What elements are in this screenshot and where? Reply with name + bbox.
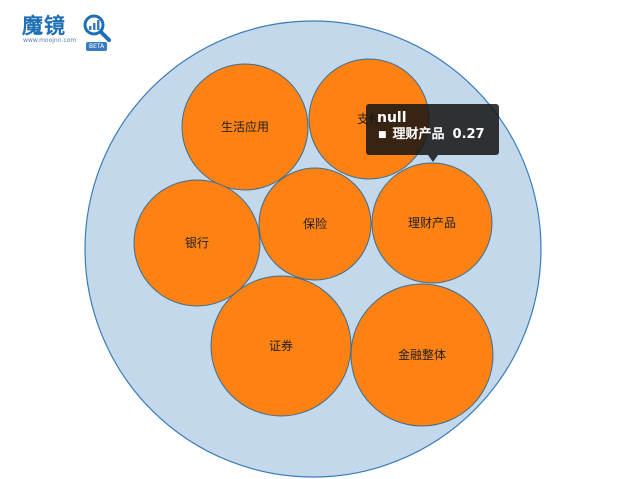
bubble-6[interactable] — [210, 275, 352, 417]
magnifier-chart-icon — [83, 14, 111, 42]
bubble-1-label: 生活应用 — [221, 119, 269, 134]
tooltip-label: 理财产品 — [392, 127, 445, 142]
bubble-1[interactable] — [181, 63, 309, 191]
bubble-5[interactable] — [371, 162, 493, 284]
beta-badge: BETA — [86, 42, 108, 51]
tooltip: null ■ 理财产品 0.27 — [366, 104, 499, 162]
logo-brand: 魔镜 — [22, 14, 66, 38]
bubble-5-label: 理财产品 — [408, 216, 456, 230]
logo-site: www.moojnn.com — [23, 37, 77, 44]
bubble-7-label: 金融整体 — [398, 347, 446, 362]
tooltip-marker: ■ — [378, 130, 387, 140]
bubble-4-label: 保险 — [303, 216, 327, 231]
bubble-6-label: 证券 — [269, 338, 293, 353]
tooltip-title: null — [377, 110, 407, 126]
tooltip-value: 0.27 — [452, 127, 485, 142]
bubble-7[interactable] — [350, 283, 494, 427]
tooltip-row: ■ 理财产品 0.27 — [378, 126, 499, 144]
bubble-3[interactable] — [133, 179, 261, 307]
logo: 魔镜 www.moojnn.com BETA — [22, 10, 112, 52]
bubble-3-label: 银行 — [185, 236, 209, 250]
bubble-4[interactable] — [258, 167, 372, 281]
